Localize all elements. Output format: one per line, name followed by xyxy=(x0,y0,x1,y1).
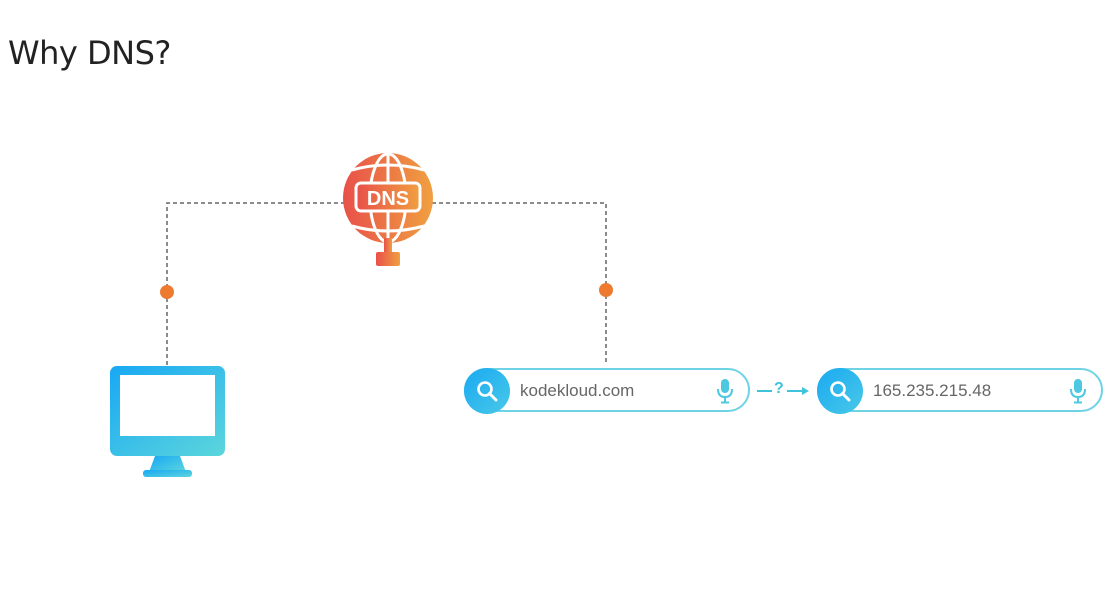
result-ip-text: 165.235.215.48 xyxy=(873,381,992,400)
resolve-question-mark: ? xyxy=(774,380,784,397)
dns-globe-icon: DNS xyxy=(332,152,444,266)
connector-dns-to-query xyxy=(432,202,607,365)
monitor-icon xyxy=(110,366,225,477)
search-icon[interactable] xyxy=(464,368,510,414)
search-icon[interactable] xyxy=(817,368,863,414)
query-search-bar[interactable]: kodekloud.com xyxy=(464,368,750,414)
result-search-bar[interactable]: 165.235.215.48 xyxy=(817,368,1103,414)
microphone-icon[interactable] xyxy=(716,378,734,408)
connector-lines xyxy=(166,202,607,365)
dns-label: DNS xyxy=(367,188,409,210)
query-text: kodekloud.com xyxy=(520,381,635,400)
microphone-icon[interactable] xyxy=(1069,378,1087,408)
connector-client-to-dns xyxy=(166,202,345,365)
page-title: Why DNS? xyxy=(8,34,171,72)
connector-dot-left xyxy=(160,285,174,299)
connector-dot-right xyxy=(599,283,613,297)
resolve-arrow xyxy=(757,387,809,395)
